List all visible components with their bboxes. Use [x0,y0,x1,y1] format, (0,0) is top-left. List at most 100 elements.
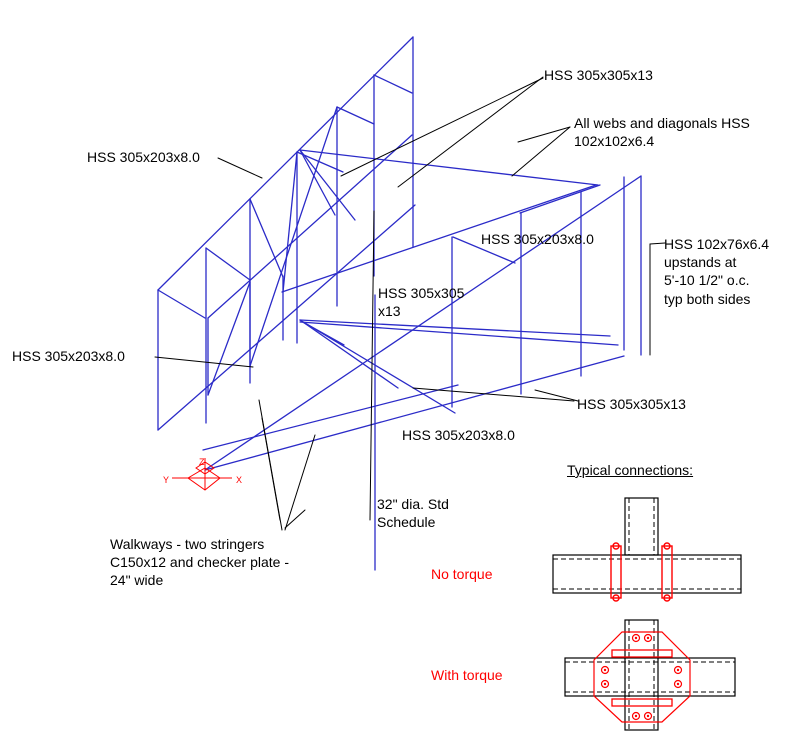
bolt-center [603,668,607,672]
axis-z-label: Z [199,457,205,467]
truss-chord [157,204,416,431]
label-hss-305x305-center-line2: x13 [378,303,401,319]
label-hss-305x203-mid-right: HSS 305x203x8.0 [481,231,594,247]
label-hss-305x203-bottom: HSS 305x203x8.0 [402,427,515,443]
leader-line [340,77,544,177]
truss-diagonal [157,289,206,319]
bolt [631,711,641,721]
truss-chord [281,184,597,293]
bolt-center [676,668,680,672]
label-hss-305x203-left: HSS 305x203x8.0 [12,348,125,364]
label-hss-305x305-center-line1: HSS 305x305 [378,285,465,301]
post-outline [624,619,659,731]
leader-line [261,417,281,521]
truss-diagonal [300,320,345,346]
bolt [643,711,653,721]
label-no-torque: No torque [431,566,493,582]
beam-outline [564,657,736,697]
leader-line [284,434,316,531]
clamp-bar-bottom [611,698,673,707]
bolt-center [634,714,638,718]
leader-line [412,387,575,402]
axis-y-label: Y [163,475,169,485]
truss-diagonal [299,149,356,221]
axis-icon: Y Z X [163,457,242,491]
gusset-plate [593,631,691,723]
bolt-center [676,682,680,686]
truss-diagonal [249,106,338,367]
leader-line [217,157,263,179]
truss-diagonal [299,149,336,216]
label-all-webs-line1: All webs and diagonals HSS [574,115,750,131]
truss-structure [157,36,642,571]
label-typical-connections: Typical connections: [567,462,694,478]
label-hss-305x305x13-bottom: HSS 305x305x13 [577,396,686,412]
label-walkways-line3: 24" wide [110,572,164,588]
bolt [612,594,620,602]
bolt [663,594,671,602]
truss-chord [299,149,599,186]
leader-line [511,126,571,177]
label-walkways-line2: C150x12 and checker plate - [110,554,289,570]
label-upstands-line1: HSS 102x76x6.4 [664,236,770,252]
clamp-plate-left [610,545,622,599]
label-all-webs-line2: 102x102x6.4 [574,133,655,149]
truss-chord [207,134,413,319]
bolt [600,679,610,689]
truss-chord [157,36,414,291]
post-outline [624,497,659,556]
truss-chord [204,355,625,471]
leader-line [369,210,375,521]
bolt [673,679,683,689]
label-hss-305x305x13-top: HSS 305x305x13 [544,67,653,83]
truss-diagonal [452,236,516,264]
clamp-bar-top [611,649,673,658]
truss-chord [299,321,619,346]
axis-cube-top [195,461,215,475]
truss-chord [299,319,611,337]
bolt-center [603,682,607,686]
leader-line [534,389,579,402]
truss-diagonal [373,74,413,94]
leader-line [284,509,306,529]
leader-line [154,356,254,368]
clamp-plate-right [661,545,673,599]
leader-line [397,76,544,188]
bolt [663,542,671,550]
bolt-center [634,636,638,640]
bolt-center [646,714,650,718]
bolt [673,665,683,675]
beam-outline [552,554,742,594]
label-hss-305x203-top-left: HSS 305x203x8.0 [87,149,200,165]
truss-diagonal [249,198,284,278]
bolt [631,633,641,643]
bolt [600,665,610,675]
truss-diagonal [336,106,375,125]
truss-chord [202,384,459,451]
label-pipe-line2: Schedule [377,514,436,530]
bolt [643,633,653,643]
bolt-center [646,636,650,640]
leader-lines [154,76,666,531]
leader-line [649,242,666,245]
label-pipe-line1: 32" dia. Std [377,496,449,512]
connection-with-torque-detail [564,619,736,731]
truss-diagonal [299,319,399,389]
truss-diagonal [205,247,251,281]
axis-base-plane [187,467,221,491]
label-upstands-line2: upstands at [664,254,737,270]
truss-diagonal [207,281,251,396]
leader-line [517,126,571,143]
axis-x-label: X [236,475,242,485]
label-with-torque: With torque [431,667,503,683]
truss-diagonal [282,151,298,293]
label-upstands-line3: 5'-10 1/2" o.c. [664,272,750,288]
label-walkways-line1: Walkways - two stringers [110,536,265,552]
bolt [612,542,620,550]
truss-diagonal [519,184,601,214]
truss-chord [204,175,642,471]
connection-no-torque-detail [552,497,742,602]
label-upstands-line4: typ both sides [664,291,751,307]
